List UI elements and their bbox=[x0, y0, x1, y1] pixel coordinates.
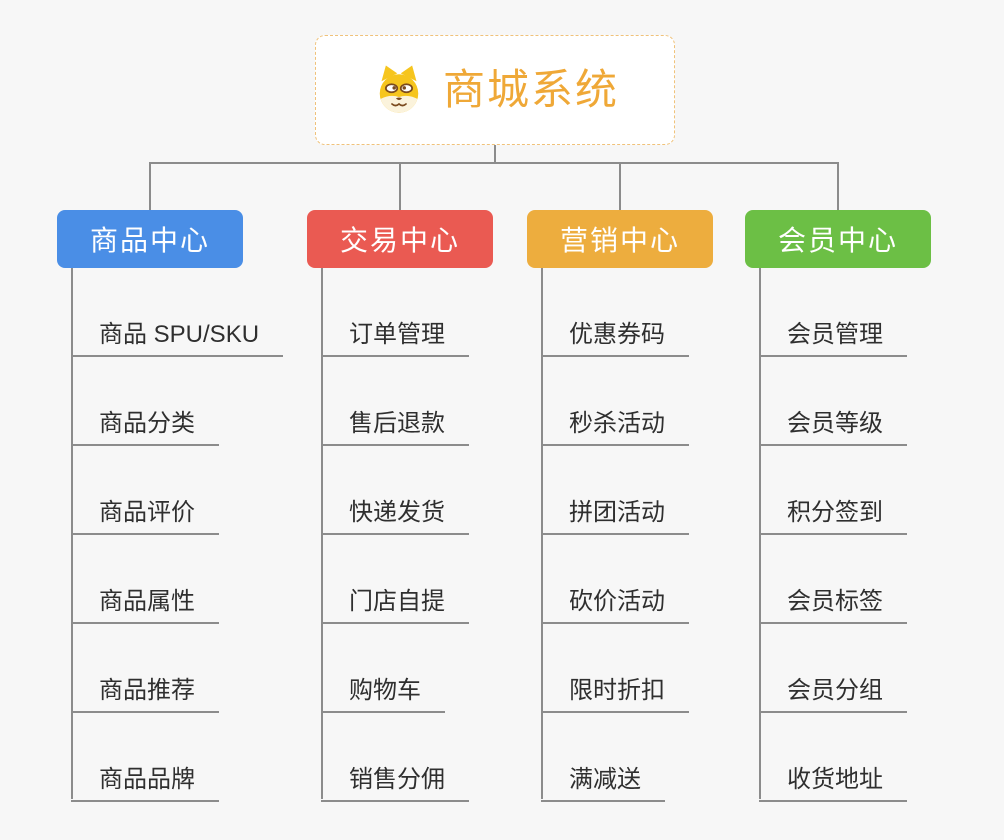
leaf-node[interactable]: 会员标签 bbox=[759, 577, 907, 624]
leaf-node[interactable]: 商品推荐 bbox=[71, 666, 219, 713]
branch-drop-line bbox=[619, 162, 621, 210]
leaf-node[interactable]: 商品品牌 bbox=[71, 755, 219, 802]
branch-drop-line bbox=[399, 162, 401, 210]
leaf-node[interactable]: 会员分组 bbox=[759, 666, 907, 713]
leaf-node[interactable]: 售后退款 bbox=[321, 399, 469, 446]
leaf-node[interactable]: 门店自提 bbox=[321, 577, 469, 624]
branch-node[interactable]: 会员中心 bbox=[745, 210, 931, 268]
branch-column: 会员中心会员管理会员等级积分签到会员标签会员分组收货地址 bbox=[745, 210, 1004, 810]
leaf-node[interactable]: 收货地址 bbox=[759, 755, 907, 802]
branch-node[interactable]: 商品中心 bbox=[57, 210, 243, 268]
leaf-node[interactable]: 商品评价 bbox=[71, 488, 219, 535]
leaf-node[interactable]: 会员管理 bbox=[759, 310, 907, 357]
leaf-node[interactable]: 购物车 bbox=[321, 666, 445, 713]
leaf-node[interactable]: 优惠券码 bbox=[541, 310, 689, 357]
leaf-node[interactable]: 限时折扣 bbox=[541, 666, 689, 713]
leaf-node[interactable]: 快递发货 bbox=[321, 488, 469, 535]
leaf-node[interactable]: 销售分佣 bbox=[321, 755, 469, 802]
leaf-node[interactable]: 砍价活动 bbox=[541, 577, 689, 624]
branch-drop-line bbox=[149, 162, 151, 210]
root-stem-line bbox=[494, 145, 496, 164]
leaf-node[interactable]: 秒杀活动 bbox=[541, 399, 689, 446]
leaf-node[interactable]: 积分签到 bbox=[759, 488, 907, 535]
leaf-node[interactable]: 拼团活动 bbox=[541, 488, 689, 535]
branch-drop-line bbox=[837, 162, 839, 210]
leaf-node[interactable]: 会员等级 bbox=[759, 399, 907, 446]
dog-face-icon bbox=[371, 62, 427, 118]
leaf-node[interactable]: 订单管理 bbox=[321, 310, 469, 357]
leaf-node[interactable]: 商品属性 bbox=[71, 577, 219, 624]
leaf-node[interactable]: 商品分类 bbox=[71, 399, 219, 446]
leaf-node[interactable]: 商品 SPU/SKU bbox=[71, 310, 284, 357]
leaf-node[interactable]: 满减送 bbox=[541, 755, 665, 802]
branch-node[interactable]: 营销中心 bbox=[527, 210, 713, 268]
root-node[interactable]: 商城系统 bbox=[315, 35, 675, 145]
branch-column: 营销中心优惠券码秒杀活动拼团活动砍价活动限时折扣满减送 bbox=[527, 210, 807, 810]
root-title: 商城系统 bbox=[442, 66, 619, 113]
branch-column: 商品中心商品 SPU/SKU 商品分类商品评价商品属性商品推荐商品品牌 bbox=[57, 210, 337, 810]
branch-node[interactable]: 交易中心 bbox=[307, 210, 493, 268]
horizontal-connector-line bbox=[149, 162, 839, 164]
branch-column: 交易中心订单管理售后退款快递发货门店自提购物车销售分佣 bbox=[307, 210, 587, 810]
